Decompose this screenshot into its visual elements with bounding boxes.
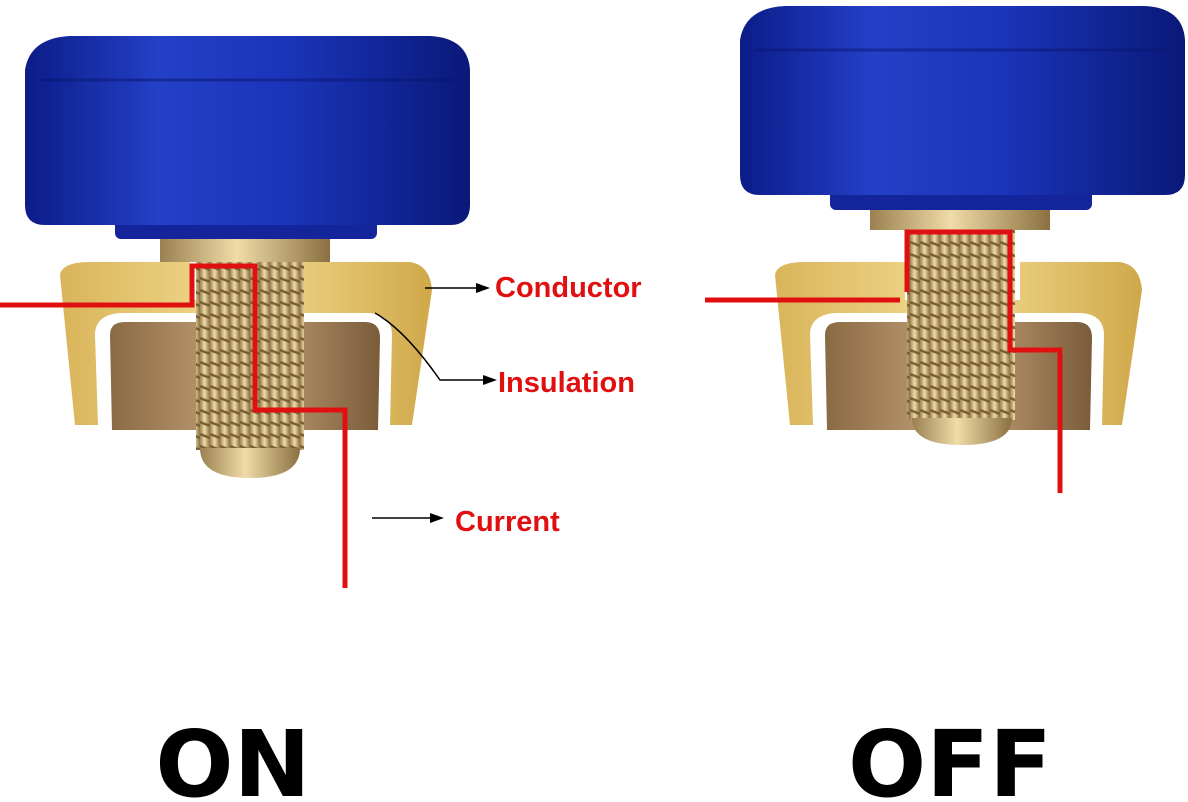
screw-tip xyxy=(912,418,1012,445)
screw-thread xyxy=(196,262,304,450)
knob-cap xyxy=(25,36,470,225)
switch-on-assembly xyxy=(0,36,470,588)
conductor-bracket xyxy=(775,262,1142,425)
annotation-current: Current xyxy=(372,506,560,538)
label-insulation: Insulation xyxy=(498,367,635,399)
screw-neck xyxy=(160,236,330,262)
knob-cap xyxy=(740,6,1185,195)
screw-tip xyxy=(200,448,300,478)
label-current: Current xyxy=(455,506,560,538)
switch-off-assembly xyxy=(705,6,1185,493)
current-path-off-output xyxy=(904,229,1063,493)
annotation-conductor: Conductor xyxy=(425,272,642,304)
current-path-on xyxy=(0,263,348,588)
annotation-insulation: Insulation xyxy=(374,312,635,399)
state-off-label: OFF xyxy=(848,711,1052,802)
label-conductor: Conductor xyxy=(495,272,642,304)
screw-thread xyxy=(907,230,1015,420)
state-on-label: ON xyxy=(155,711,310,802)
